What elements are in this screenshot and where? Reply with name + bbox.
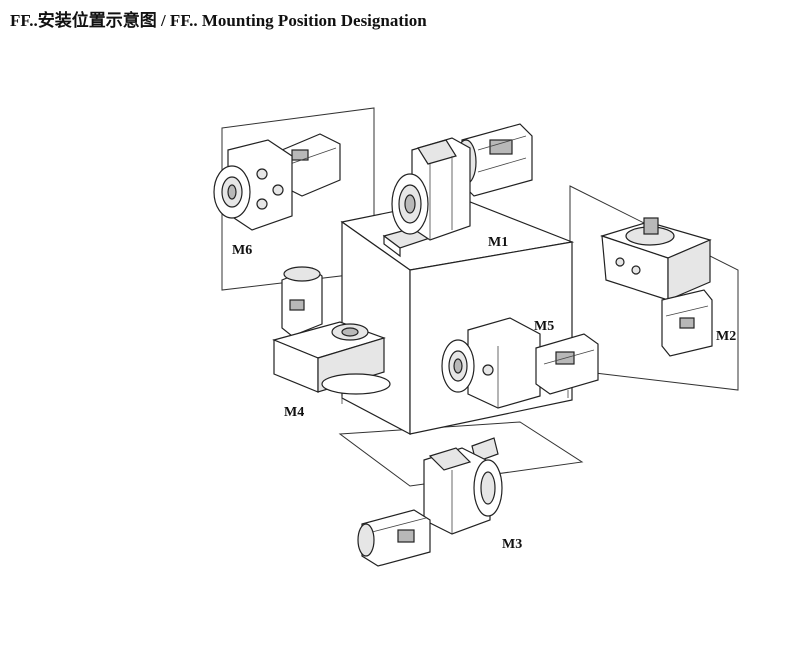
gearmotor-m5 bbox=[441, 317, 599, 409]
position-label-m5: M5 bbox=[534, 319, 554, 334]
page-title: FF..安装位置示意图 / FF.. Mounting Position Des… bbox=[10, 11, 427, 30]
gearmotor-m4 bbox=[272, 266, 391, 404]
central-cube bbox=[340, 197, 575, 435]
gearmotor-m1 bbox=[382, 123, 533, 258]
gearmotor-m2 bbox=[600, 217, 713, 357]
position-label-m6: M6 bbox=[232, 243, 252, 258]
position-label-m3: M3 bbox=[502, 537, 522, 552]
position-label-m4: M4 bbox=[284, 405, 304, 420]
position-label-m1: M1 bbox=[488, 235, 508, 250]
gearmotor-m3 bbox=[357, 437, 503, 567]
position-label-m2: M2 bbox=[716, 329, 736, 344]
gearmotor-m6 bbox=[213, 133, 341, 231]
